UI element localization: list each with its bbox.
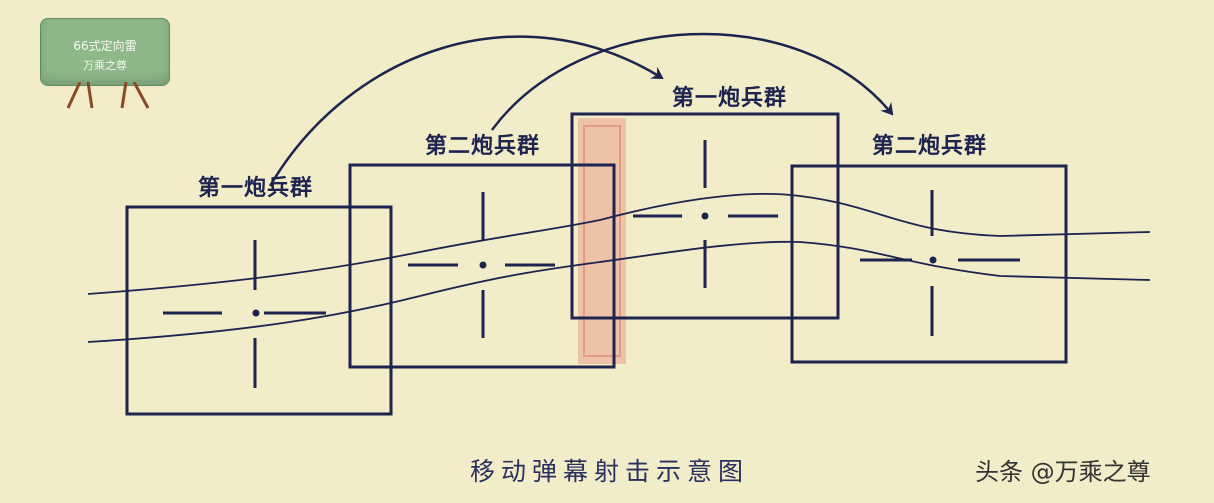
logo-subtitle: 万乘之尊 — [83, 59, 127, 72]
box-second-group-shifted — [790, 164, 1068, 364]
box-second-group-initial — [348, 163, 616, 369]
aim-point-box-2 — [408, 192, 555, 338]
label-second-group-initial: 第二炮兵群 — [425, 134, 541, 159]
mine-logo: 66式定向雷 万乘之尊 — [40, 18, 170, 110]
mine-logo-body: 66式定向雷 万乘之尊 — [40, 18, 170, 86]
label-first-group-initial: 第一炮兵群 — [198, 176, 314, 201]
seal-stamp — [578, 118, 626, 364]
label-second-group-shifted: 第二炮兵群 — [872, 134, 988, 159]
logo-title: 66式定向雷 — [73, 39, 137, 53]
shift-arrow-second-group — [490, 32, 894, 131]
aim-point-box-3 — [633, 140, 778, 288]
barrage-band-lower — [87, 240, 1151, 343]
label-first-group-shifted: 第一炮兵群 — [672, 86, 788, 111]
box-first-group-shifted — [570, 112, 840, 320]
seal-stamp-inner — [583, 125, 621, 357]
box-first-group-initial — [125, 205, 393, 416]
barrage-band-upper — [87, 192, 1151, 295]
mine-legs-icon — [66, 82, 150, 109]
source-watermark: 头条 @万乘之尊 — [975, 458, 1151, 486]
aim-point-box-4 — [860, 190, 1020, 336]
diagram-caption: 移动弹幕射击示意图 — [470, 457, 750, 486]
aim-point-box-1 — [163, 240, 326, 388]
